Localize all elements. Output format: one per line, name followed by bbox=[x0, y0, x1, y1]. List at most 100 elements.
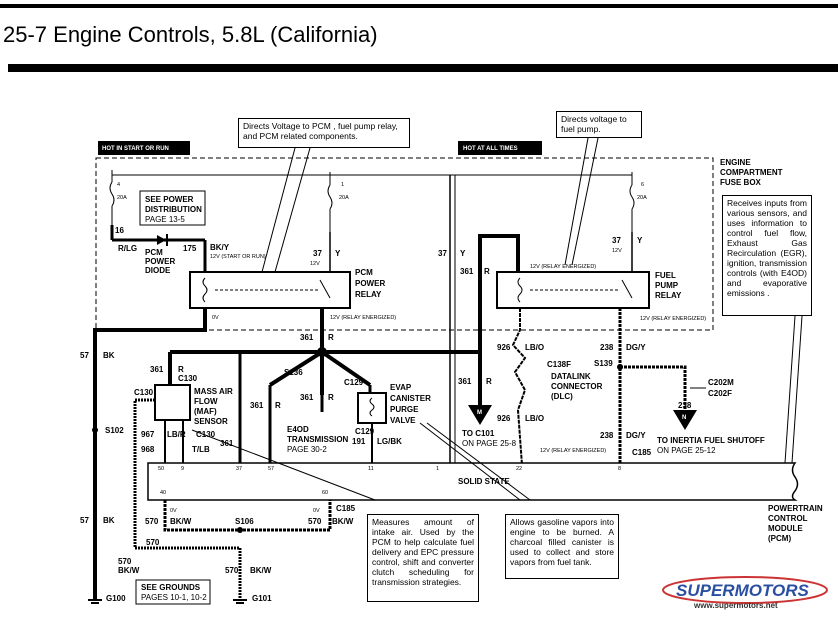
svg-text:FLOW: FLOW bbox=[194, 397, 218, 406]
svg-text:PAGE 13-5: PAGE 13-5 bbox=[145, 215, 185, 224]
svg-text:R: R bbox=[275, 401, 281, 410]
svg-text:361: 361 bbox=[250, 401, 264, 410]
svg-text:C202F: C202F bbox=[708, 389, 732, 398]
svg-text:POWER: POWER bbox=[355, 279, 385, 288]
svg-text:M: M bbox=[477, 410, 482, 416]
svg-text:(DLC): (DLC) bbox=[551, 392, 573, 401]
svg-text:968: 968 bbox=[141, 445, 155, 454]
svg-text:LB/O: LB/O bbox=[525, 343, 544, 352]
svg-text:R: R bbox=[486, 377, 492, 386]
svg-text:PCM: PCM bbox=[355, 268, 373, 277]
svg-text:8: 8 bbox=[618, 466, 621, 472]
svg-text:BK/W: BK/W bbox=[332, 517, 354, 526]
svg-text:9: 9 bbox=[181, 466, 184, 472]
svg-text:0V: 0V bbox=[313, 508, 320, 514]
svg-text:11: 11 bbox=[368, 466, 374, 472]
svg-text:TRANSMISSION: TRANSMISSION bbox=[287, 435, 349, 444]
fuse-4: 4 20A bbox=[109, 170, 127, 225]
svg-text:DISTRIBUTION: DISTRIBUTION bbox=[145, 205, 202, 214]
svg-text:175: 175 bbox=[183, 244, 197, 253]
fuse-6: 6 20A bbox=[629, 172, 647, 232]
svg-text:BK: BK bbox=[103, 351, 115, 360]
svg-text:361: 361 bbox=[300, 333, 314, 342]
svg-text:TO INERTIA FUEL SHUTOFF: TO INERTIA FUEL SHUTOFF bbox=[657, 436, 765, 445]
svg-text:MODULE: MODULE bbox=[768, 524, 803, 533]
svg-text:37: 37 bbox=[236, 466, 242, 472]
svg-text:C130: C130 bbox=[134, 388, 154, 397]
svg-text:191: 191 bbox=[352, 437, 366, 446]
svg-text:361: 361 bbox=[458, 377, 472, 386]
svg-text:CANISTER: CANISTER bbox=[390, 394, 431, 403]
svg-text:12V (RELAY ENERGIZED): 12V (RELAY ENERGIZED) bbox=[330, 315, 396, 321]
fuse-box-label-3: FUSE BOX bbox=[720, 178, 762, 187]
svg-text:C185: C185 bbox=[632, 448, 652, 457]
svg-text:SUPERMOTORS: SUPERMOTORS bbox=[676, 581, 810, 600]
svg-text:DIODE: DIODE bbox=[145, 266, 171, 275]
svg-text:S136: S136 bbox=[284, 368, 303, 377]
svg-text:BK/W: BK/W bbox=[170, 517, 192, 526]
svg-text:C129: C129 bbox=[344, 378, 364, 387]
svg-text:SENSOR: SENSOR bbox=[194, 417, 228, 426]
svg-text:E4OD: E4OD bbox=[287, 425, 309, 434]
svg-text:ON PAGE 25-12: ON PAGE 25-12 bbox=[657, 446, 716, 455]
pcm-module bbox=[147, 462, 799, 501]
callout-pcm-power: Directs Voltage to PCM , fuel pump relay… bbox=[238, 118, 410, 148]
svg-text:Y: Y bbox=[637, 236, 643, 245]
svg-text:Y: Y bbox=[460, 249, 466, 258]
svg-text:R: R bbox=[328, 393, 334, 402]
svg-text:C130: C130 bbox=[178, 374, 198, 383]
svg-text:RELAY: RELAY bbox=[355, 290, 382, 299]
svg-text:POWER: POWER bbox=[145, 257, 175, 266]
svg-text:G101: G101 bbox=[252, 594, 272, 603]
svg-text:PURGE: PURGE bbox=[390, 405, 419, 414]
svg-text:0V: 0V bbox=[212, 315, 219, 321]
callout-pcm-description: Receives inputs from various sensors, an… bbox=[722, 195, 812, 316]
svg-text:1: 1 bbox=[341, 182, 344, 188]
fuse-box-outline bbox=[95, 157, 714, 331]
svg-text:VALVE: VALVE bbox=[390, 416, 416, 425]
svg-text:C138F: C138F bbox=[547, 360, 571, 369]
svg-text:PAGE 30-2: PAGE 30-2 bbox=[287, 445, 327, 454]
ground-g100: G100 bbox=[88, 594, 126, 604]
svg-text:(PCM): (PCM) bbox=[768, 534, 791, 543]
svg-text:SOLID STATE: SOLID STATE bbox=[458, 477, 510, 486]
svg-text:967: 967 bbox=[141, 430, 155, 439]
svg-text:570: 570 bbox=[225, 566, 239, 575]
marker-n bbox=[673, 410, 697, 430]
fuse-box-label-2: COMPARTMENT bbox=[720, 168, 783, 177]
svg-text:570: 570 bbox=[118, 557, 132, 566]
svg-text:DG/Y: DG/Y bbox=[626, 343, 646, 352]
diode-symbol bbox=[157, 235, 166, 245]
svg-text:20A: 20A bbox=[117, 195, 127, 201]
power-distribution-ref bbox=[139, 190, 206, 226]
svg-text:POWERTRAIN: POWERTRAIN bbox=[768, 504, 823, 513]
svg-text:BK: BK bbox=[103, 516, 115, 525]
svg-text:361: 361 bbox=[150, 365, 164, 374]
svg-text:S106: S106 bbox=[235, 517, 254, 526]
svg-text:238: 238 bbox=[678, 401, 692, 410]
svg-text:40: 40 bbox=[160, 490, 166, 496]
svg-text:SEE POWER: SEE POWER bbox=[145, 195, 194, 204]
svg-text:12V: 12V bbox=[310, 261, 320, 267]
svg-text:SEE GROUNDS: SEE GROUNDS bbox=[141, 583, 201, 592]
callout-maf-description: Measures amount of intake air. Used by t… bbox=[367, 514, 479, 602]
svg-text:BK/W: BK/W bbox=[250, 566, 272, 575]
maf-sensor bbox=[154, 384, 191, 421]
svg-text:570: 570 bbox=[146, 538, 160, 547]
svg-text:S139: S139 bbox=[594, 359, 613, 368]
svg-text:37: 37 bbox=[313, 249, 322, 258]
svg-text:PAGES 10-1, 10-2: PAGES 10-1, 10-2 bbox=[141, 593, 207, 602]
marker-m bbox=[468, 405, 492, 425]
svg-text:C130: C130 bbox=[196, 430, 216, 439]
svg-text:57: 57 bbox=[268, 466, 274, 472]
svg-text:37: 37 bbox=[438, 249, 447, 258]
fuse-1: 1 20A bbox=[327, 172, 349, 232]
hot-all-times-box bbox=[458, 141, 542, 155]
svg-text:LB/R: LB/R bbox=[167, 430, 186, 439]
svg-text:12V (START OR RUN): 12V (START OR RUN) bbox=[210, 254, 266, 260]
svg-text:(MAF): (MAF) bbox=[194, 407, 217, 416]
svg-text:6: 6 bbox=[641, 182, 644, 188]
splice-s136 bbox=[170, 347, 480, 395]
